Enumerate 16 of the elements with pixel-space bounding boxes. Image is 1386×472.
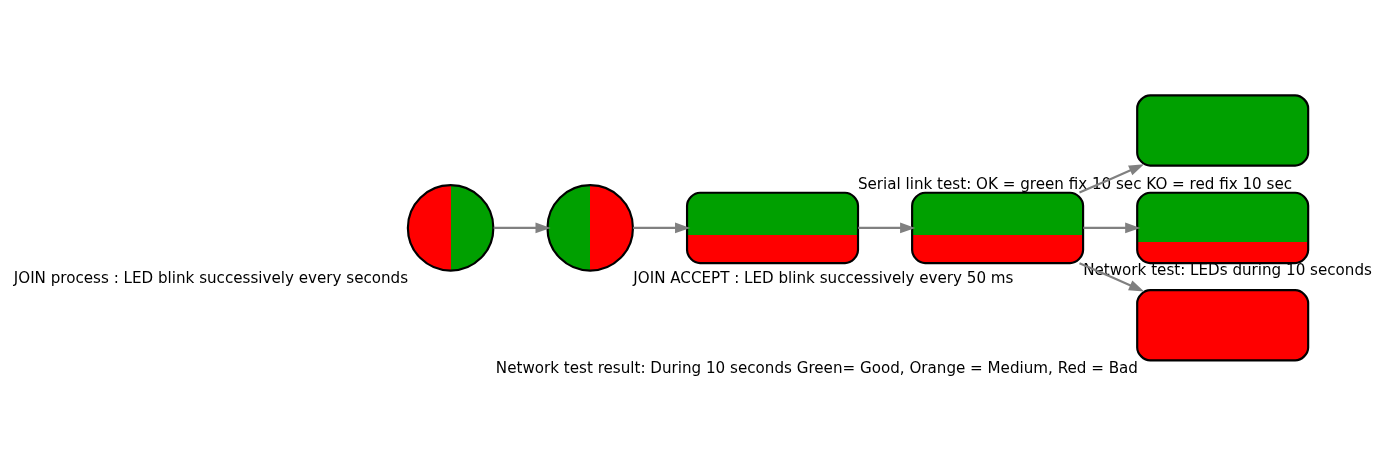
node-capsule [911, 191, 1085, 265]
node-label: JOIN process : LED blink successively every seconds [13, 268, 409, 287]
node-capsule [1136, 191, 1310, 265]
arrow [633, 222, 691, 234]
arrow [493, 222, 551, 234]
node-circle [546, 184, 635, 272]
node-label: JOIN ACCEPT : LED blink successively every 50 ms [633, 268, 1014, 287]
arrow [858, 222, 916, 234]
arrow [1083, 222, 1141, 234]
node-circle [406, 184, 495, 272]
node-capsule [1136, 289, 1310, 362]
arrow [1079, 262, 1145, 292]
node-capsule [1136, 94, 1310, 167]
node-label: Network test result: During 10 seconds Green= Good, Orange = Medium, Red = Bad [495, 358, 1138, 377]
node-capsule [685, 191, 860, 265]
arrow [1079, 164, 1145, 194]
